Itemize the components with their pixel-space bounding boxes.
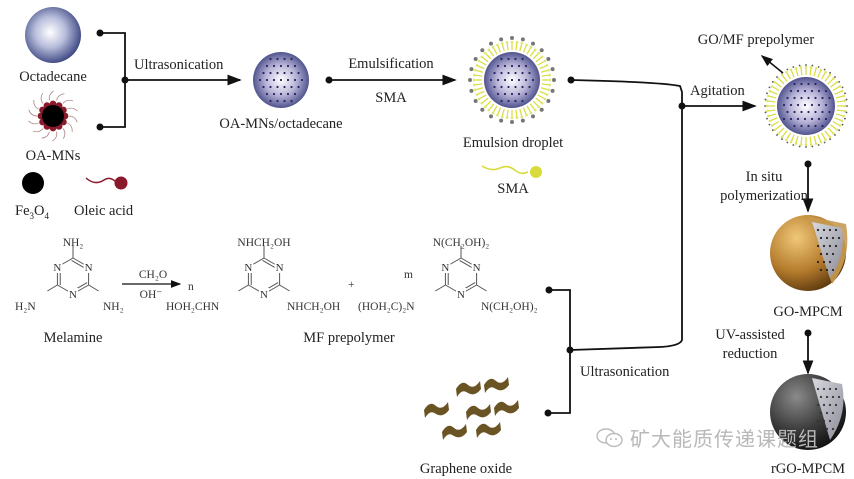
ultrasonication-bottom-connector	[544, 286, 574, 417]
emulsification-arrow	[325, 74, 457, 86]
graphene-oxide-flakes-icon	[424, 377, 519, 440]
oa-mns-octadecane-label: OA-MNs/octadecane	[219, 116, 343, 132]
ring-nitrogen-label: N	[244, 262, 252, 274]
ring-nitrogen-label: N	[473, 262, 481, 274]
oa-mns-octadecane-sphere-icon	[253, 52, 309, 108]
ring-nitrogen-label: N	[53, 262, 61, 274]
step-ultrasonication-bottom: Ultrasonication	[580, 364, 670, 380]
ring-nitrogen-label: N	[441, 262, 449, 274]
agitation-merge-connector	[567, 76, 757, 351]
fe3o4-label-sub2: 4	[44, 210, 49, 221]
go-mf-prepolymer-label: GO/MF prepolymer	[697, 32, 815, 48]
ring-nitrogen-label: N	[276, 262, 284, 274]
mf-prepolymer-label: MF prepolymer	[303, 330, 395, 346]
uv-reduction-arrow	[802, 329, 814, 375]
step-in-situ-line2: polymerization	[720, 188, 808, 204]
ring-nitrogen-label: N	[69, 289, 77, 301]
mf-prepolymer-ring-1: N N N	[238, 246, 290, 301]
oa-mns-label: OA-MNs	[25, 148, 81, 164]
sma-legend-icon	[481, 165, 542, 178]
melamine-top-group: NH₂	[62, 237, 84, 249]
melamine-label: Melamine	[43, 330, 103, 346]
step-emulsification: Emulsification	[348, 56, 434, 72]
octadecane-sphere-icon	[25, 7, 81, 63]
octadecane-label: Octadecane	[19, 69, 87, 85]
fe3o4-label-mid: O	[34, 203, 45, 219]
ring-nitrogen-label: N	[260, 289, 268, 301]
sma-legend-label: SMA	[497, 181, 529, 197]
melamine-right-group: NH₂	[103, 301, 124, 313]
melamine-ring: N N N	[47, 246, 99, 301]
rgo-mpcm-label: rGO-MPCM	[770, 461, 846, 477]
melamine-left-group: H₂N	[15, 301, 36, 313]
fe3o4-label-sub1: 3	[29, 210, 35, 221]
go-mf-prepolymer-droplet-icon	[764, 64, 848, 148]
graphene-oxide-label: Graphene oxide	[419, 461, 513, 477]
prepolymer2-right-group: N(CH₂OH)₂	[481, 301, 538, 313]
prepolymer2-left-group: (HOH₂C)₂N	[358, 301, 415, 313]
mf-prepolymer-ring-2: N N N	[435, 246, 487, 301]
n-coefficient: n	[188, 281, 194, 293]
prepolymer1-right-group: NHCH₂OH	[287, 301, 341, 313]
oleic-acid-legend-icon	[85, 176, 128, 190]
prepolymer1-left-group: HOH₂CHN	[166, 301, 220, 313]
m-coefficient: m	[404, 269, 413, 281]
in-situ-polymerization-arrow	[802, 160, 814, 213]
step-agitation: Agitation	[690, 83, 745, 99]
emulsion-droplet-icon	[468, 36, 556, 124]
prepolymer1-top-group: NHCH₂OH	[237, 237, 291, 249]
step-in-situ-line1: In situ	[745, 169, 783, 185]
reagent-oh: OH⁻	[139, 289, 163, 301]
oa-mns-particle-icon	[28, 90, 78, 142]
ring-nitrogen-label: N	[85, 262, 93, 274]
prepolymer2-top-group: N(CH₂OH)₂	[432, 237, 490, 249]
emulsion-droplet-label: Emulsion droplet	[462, 135, 564, 151]
step-emulsification-agent: SMA	[375, 90, 407, 106]
rgo-mpcm-capsule-icon	[770, 374, 846, 450]
fe3o4-label: Fe3O4	[15, 203, 49, 224]
fe3o4-label-base: Fe	[15, 203, 30, 219]
oleic-acid-label: Oleic acid	[74, 203, 134, 219]
ultrasonication-merge-connector	[96, 29, 242, 131]
step-uv-line1: UV-assisted	[715, 327, 785, 343]
watermark: 矿大能质传递课题组	[596, 423, 819, 454]
step-uv-line2: reduction	[722, 346, 778, 362]
wechat-icon	[596, 427, 624, 454]
go-mf-pointer-arrow	[760, 55, 784, 74]
go-mpcm-label: GO-MPCM	[773, 304, 843, 320]
watermark-text: 矿大能质传递课题组	[630, 427, 819, 451]
plus-sign: +	[348, 279, 355, 291]
fe3o4-legend-icon	[22, 172, 44, 194]
go-mpcm-capsule-icon	[770, 215, 848, 291]
reagent-ch2o: CH₂O	[138, 269, 168, 281]
step-ultrasonication-top: Ultrasonication	[134, 57, 224, 73]
ring-nitrogen-label: N	[457, 289, 465, 301]
